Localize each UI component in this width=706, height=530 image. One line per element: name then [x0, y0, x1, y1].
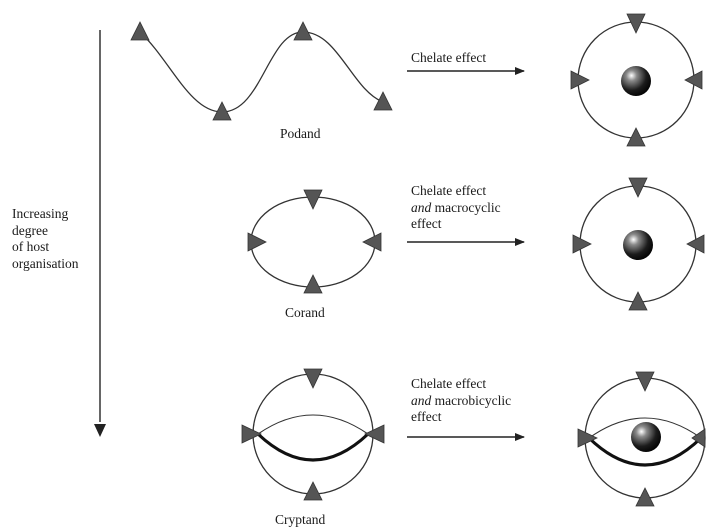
- effect-line: effect: [411, 216, 442, 231]
- podand-effect-label: Chelate effect: [411, 50, 486, 67]
- effect-line: Chelate effect: [411, 376, 487, 391]
- effect-line: and macrobicyclic: [411, 392, 512, 408]
- axis-label-line: degree: [12, 222, 48, 238]
- axis-label: Increasing degree of host organisation: [12, 206, 79, 272]
- corand-ring: [250, 196, 376, 288]
- axis-label-line: organisation: [12, 255, 79, 271]
- podand-bound-cation: [621, 66, 651, 96]
- podand-donor-sites: [130, 21, 393, 121]
- cryptand-label: Cryptand: [275, 512, 326, 527]
- corand-complex: [572, 177, 705, 311]
- podand-complex: [570, 13, 703, 147]
- axis-label-line: of host: [12, 239, 50, 254]
- podand-label: Podand: [280, 126, 321, 141]
- corand-donor-sites: [247, 189, 382, 294]
- effect-line: and macrocyclic: [411, 199, 501, 215]
- corand-bound-cation: [623, 230, 653, 260]
- cryptand-bound-cation: [631, 422, 661, 452]
- cryptand-cage: [252, 373, 374, 495]
- cryptand-donor-sites: [241, 368, 385, 501]
- cryptand-complex: [577, 371, 706, 507]
- effect-line: Chelate effect: [411, 50, 487, 65]
- corand-label: Corand: [285, 305, 325, 320]
- effect-line: Chelate effect: [411, 183, 487, 198]
- increasing-organisation-arrow: [94, 30, 106, 437]
- effect-line: effect: [411, 409, 442, 424]
- corand-effect-label: Chelate effect and macrocyclic effect: [411, 183, 501, 233]
- podand-chain: [139, 31, 384, 113]
- cryptand-effect-label: Chelate effect and macrobicyclic effect: [411, 376, 511, 426]
- axis-label-line: Increasing: [12, 206, 69, 221]
